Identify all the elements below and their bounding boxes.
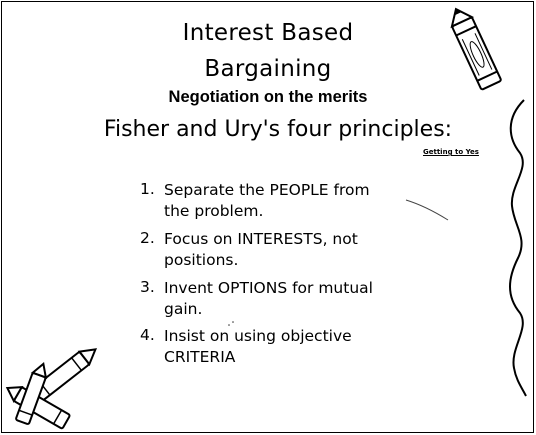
list-number: 2. <box>140 229 155 247</box>
list-text-line1: Focus on INTERESTS, not <box>164 230 358 248</box>
list-text-line2: gain. <box>164 300 203 318</box>
list-number: 4. <box>140 326 155 344</box>
principles-heading: Fisher and Ury's four principles: <box>103 117 453 142</box>
list-text-line2: CRITERIA <box>164 348 236 366</box>
title-line-1: Interest Based <box>182 20 354 46</box>
crayons-icon <box>5 348 98 430</box>
list-text-line2: positions. <box>164 251 239 269</box>
title-line-2: Bargaining <box>204 56 332 82</box>
list-text-line1: Separate the PEOPLE from <box>164 181 370 199</box>
list-text-line1: Invent OPTIONS for mutual <box>164 279 373 297</box>
crayon-icon <box>450 7 502 91</box>
list-number: 3. <box>140 278 155 296</box>
list-text-line2: the problem. <box>164 202 264 220</box>
subtitle: Negotiation on the merits <box>168 88 368 106</box>
book-reference: Getting to Yes <box>423 148 479 156</box>
list-number: 1. <box>140 180 155 198</box>
wavy-line <box>509 99 527 397</box>
pointer-stroke <box>405 199 449 221</box>
list-text-line1: Insist on using objective <box>164 327 352 345</box>
stray-mark <box>228 321 234 326</box>
